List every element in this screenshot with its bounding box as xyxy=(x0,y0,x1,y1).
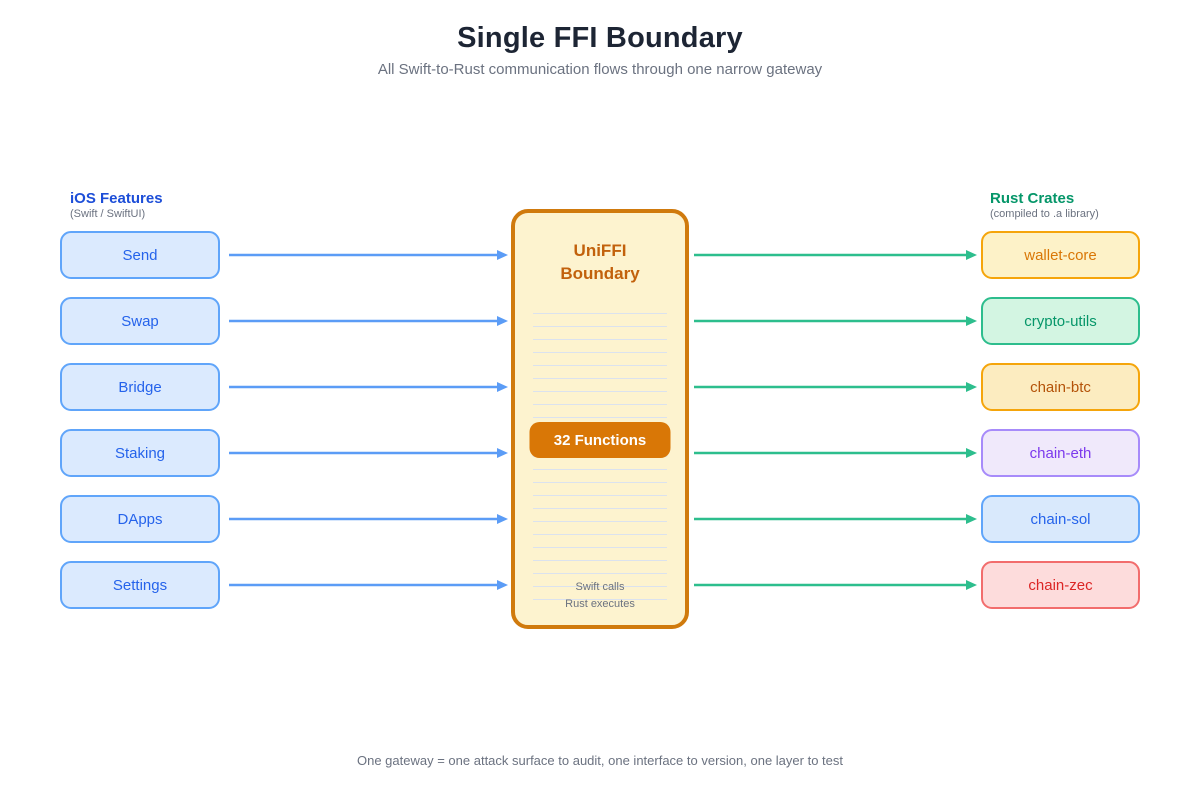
crate-node-label: chain-btc xyxy=(1030,378,1091,396)
ios-features-header-block: iOS Features (Swift / SwiftUI) xyxy=(70,190,163,221)
crate-node-label: chain-zec xyxy=(1028,576,1093,594)
ios-features-subheader: (Swift / SwiftUI) xyxy=(70,208,146,220)
feature-node-label: Send xyxy=(122,246,158,264)
rust-crates-subheader: (compiled to .a library) xyxy=(990,208,1099,220)
feature-node-dapps: DApps xyxy=(60,495,220,543)
crate-node-chain-zec: chain-zec xyxy=(981,561,1140,609)
crate-node-label: chain-eth xyxy=(1029,444,1092,462)
boundary-footnote-swift: Swift calls xyxy=(575,581,625,593)
feature-node-swap: Swap xyxy=(60,297,220,345)
uniffi-boundary-title-line1: UniFFI xyxy=(573,241,627,260)
rust-crates-header: Rust Crates xyxy=(990,190,1075,207)
ios-features-header: iOS Features xyxy=(70,190,163,207)
page-footer: One gateway = one attack surface to audi… xyxy=(357,753,843,768)
boundary-footnote-rust: Rust executes xyxy=(565,598,635,610)
crate-node-chain-btc: chain-btc xyxy=(981,363,1140,411)
boundary-footnotes: Swift calls Rust executes xyxy=(515,579,685,613)
page-subtitle: All Swift-to-Rust communication flows th… xyxy=(377,61,823,78)
ffi-to-rust-arrows xyxy=(694,250,977,590)
crate-node-label: crypto-utils xyxy=(1024,312,1097,330)
function-count-badge: 32 Functions xyxy=(529,422,671,458)
page-title: Single FFI Boundary xyxy=(457,22,743,54)
feature-node-label: Staking xyxy=(114,444,166,462)
crate-node-wallet-core: wallet-core xyxy=(981,231,1140,279)
feature-node-settings: Settings xyxy=(60,561,220,609)
swift-to-ffi-arrows xyxy=(229,250,508,590)
crate-node-crypto-utils: crypto-utils xyxy=(981,297,1140,345)
uniffi-boundary-box: UniFFI Boundary 32 Functions Swift calls… xyxy=(511,209,689,629)
feature-node-bridge: Bridge xyxy=(60,363,220,411)
uniffi-boundary-title-line2: Boundary xyxy=(560,264,640,283)
feature-node-label: DApps xyxy=(117,510,163,528)
rust-crates-header-block: Rust Crates (compiled to .a library) xyxy=(990,190,1099,221)
crate-node-chain-eth: chain-eth xyxy=(981,429,1140,477)
crate-node-chain-sol: chain-sol xyxy=(981,495,1140,543)
crate-node-label: chain-sol xyxy=(1030,510,1091,528)
crate-node-label: wallet-core xyxy=(1024,246,1097,264)
feature-node-label: Settings xyxy=(112,576,168,594)
feature-node-label: Bridge xyxy=(118,378,162,396)
feature-node-send: Send xyxy=(60,231,220,279)
feature-node-label: Swap xyxy=(121,312,159,330)
feature-node-staking: Staking xyxy=(60,429,220,477)
uniffi-boundary-title: UniFFI Boundary xyxy=(515,239,685,285)
